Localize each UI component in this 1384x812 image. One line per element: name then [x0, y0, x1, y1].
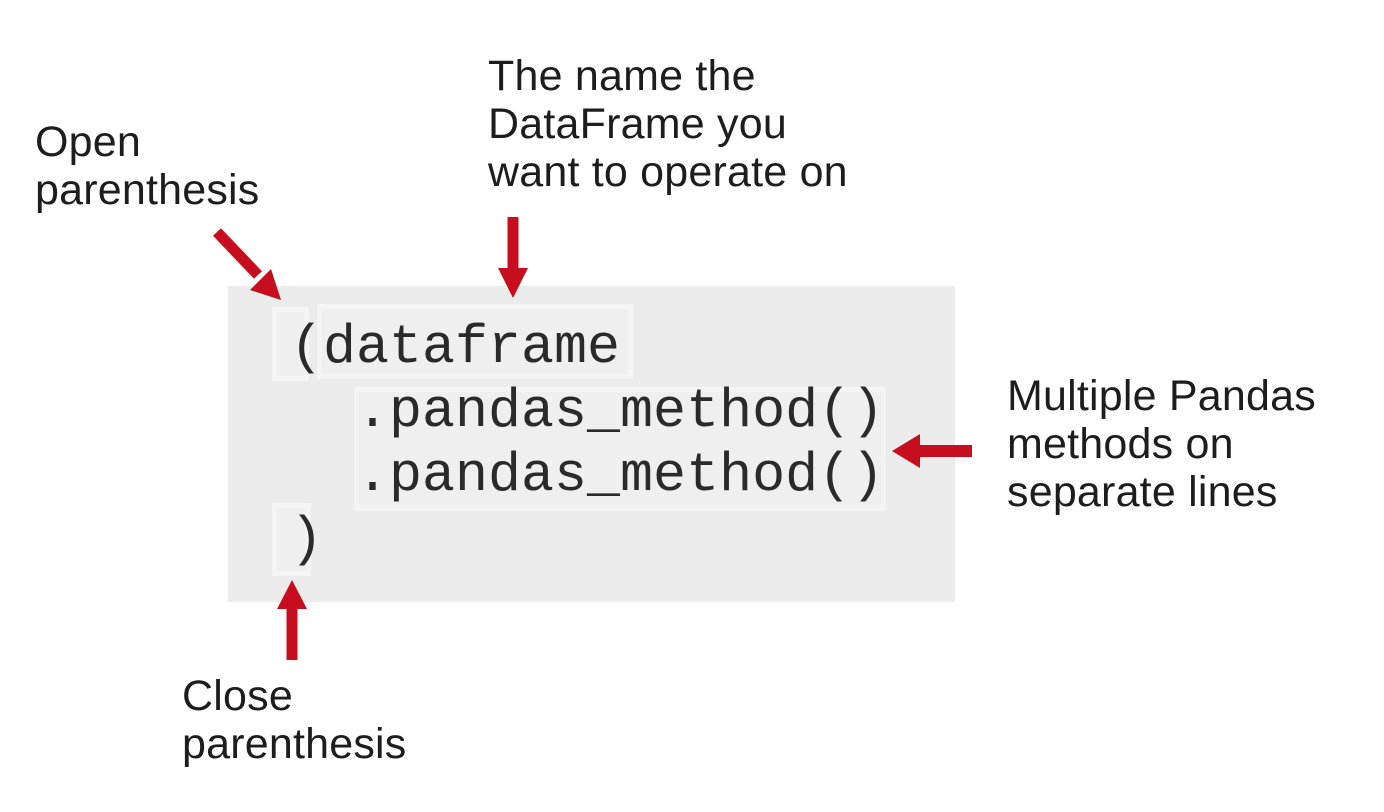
code-line-close-paren: ): [290, 508, 324, 571]
annotation-open-parenthesis-line1: Open: [35, 118, 141, 166]
arrow-open-parenthesis-icon: [213, 228, 281, 300]
highlight-dataframe-name: [317, 304, 633, 379]
annotation-multiple-methods: Multiple Pandas methods on separate line…: [1007, 372, 1316, 516]
arrow-close-parenthesis: [274, 576, 310, 664]
annotation-dataframe-name: The name the DataFrame you want to opera…: [488, 52, 848, 196]
arrow-open-parenthesis: [200, 215, 300, 310]
annotation-close-parenthesis-line1: Close: [182, 672, 293, 720]
code-line-method-2: .pandas_method(): [290, 444, 885, 507]
code-line-method-1: .pandas_method(): [290, 380, 885, 443]
annotation-dataframe-name-line1: The name the: [488, 52, 756, 100]
annotation-dataframe-name-line2: DataFrame you: [488, 100, 787, 148]
arrow-multiple-methods: [888, 430, 978, 472]
annotation-multiple-methods-line2: methods on: [1007, 420, 1234, 468]
code-line-open-dataframe: (dataframe: [290, 316, 621, 379]
code-snippet: (dataframe .pandas_method() .pandas_meth…: [290, 316, 884, 572]
arrow-dataframe-name: [495, 213, 531, 303]
annotation-close-parenthesis-line2: parenthesis: [182, 720, 407, 768]
highlight-open-parenthesis: [272, 307, 309, 381]
arrow-up-icon: [277, 580, 307, 660]
annotation-multiple-methods-line3: separate lines: [1007, 468, 1278, 516]
annotation-close-parenthesis: Close parenthesis: [182, 672, 407, 768]
arrow-down-icon: [498, 217, 528, 298]
annotation-open-parenthesis: Open parenthesis: [35, 118, 260, 214]
code-block: (dataframe .pandas_method() .pandas_meth…: [228, 286, 955, 602]
annotation-multiple-methods-line1: Multiple Pandas: [1007, 372, 1316, 420]
annotation-open-parenthesis-line2: parenthesis: [35, 166, 260, 214]
highlight-pandas-methods: [354, 387, 886, 511]
annotation-dataframe-name-line3: want to operate on: [488, 148, 848, 196]
arrow-left-icon: [892, 434, 972, 468]
highlight-close-parenthesis: [272, 503, 311, 576]
